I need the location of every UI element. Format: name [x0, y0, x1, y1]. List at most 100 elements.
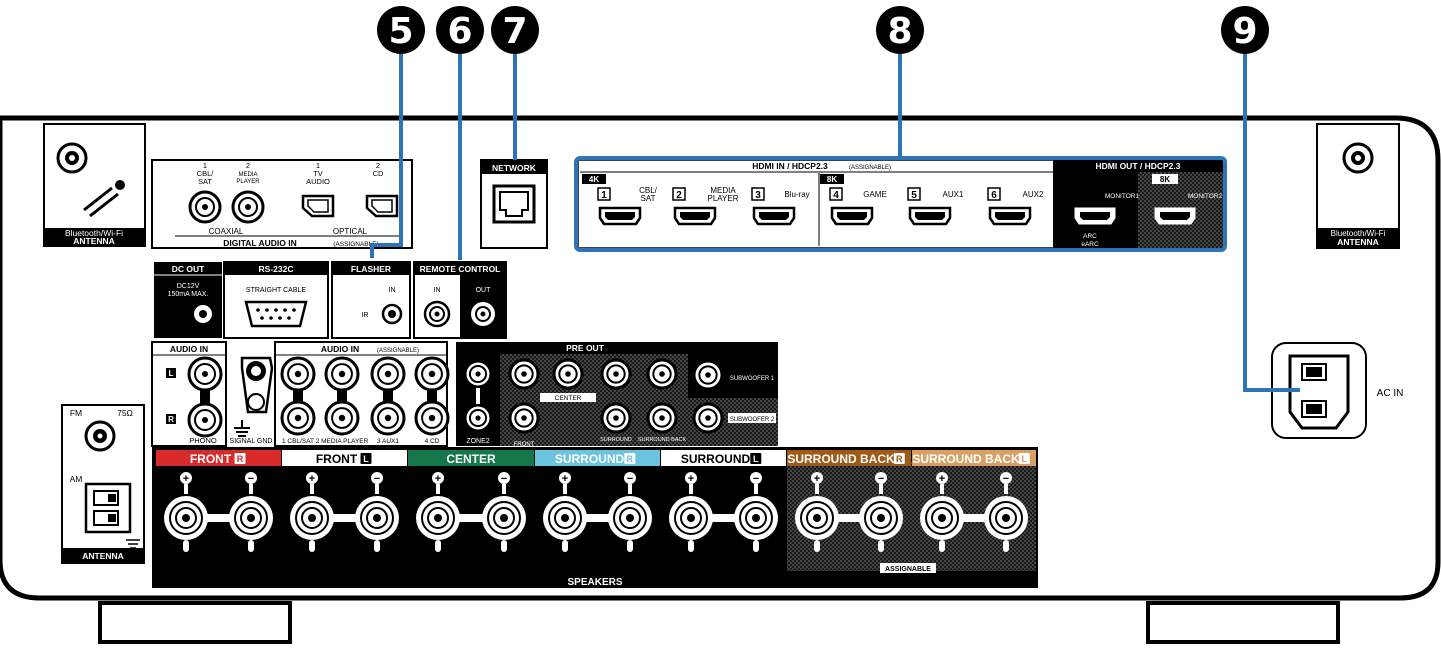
flasher-title: FLASHER: [351, 264, 391, 274]
hdmi-in-port-2-label2: PLAYER: [708, 194, 739, 203]
pre-out-zone2-r-jack[interactable]: [463, 403, 493, 433]
coax-2-l1: MEDIA: [238, 172, 257, 178]
audio-in-2-l-jack[interactable]: [324, 356, 360, 392]
speaker-terminal-plus[interactable]: [795, 496, 839, 552]
speaker-terminal-minus[interactable]: [734, 496, 778, 552]
rs232c-port[interactable]: [244, 300, 308, 328]
speaker-terminal-minus[interactable]: [608, 496, 652, 552]
optical-port-2[interactable]: [365, 194, 399, 218]
speaker-terminal-minus[interactable]: [984, 496, 1028, 552]
fm-antenna-jack[interactable]: [84, 420, 116, 452]
plus-marker: +: [183, 473, 189, 485]
am-antenna-terminal[interactable]: [84, 482, 132, 534]
pre-out-zone2-l-jack[interactable]: [463, 359, 493, 389]
speaker-terminal-plus[interactable]: [669, 496, 713, 552]
flasher-in-jack[interactable]: [381, 303, 403, 325]
audio-in-label-3: 3 AUX1: [377, 438, 399, 445]
minus-marker: −: [501, 473, 507, 485]
speaker-channel-side: R: [237, 454, 244, 464]
monitor1-label: MONITOR1: [1105, 193, 1140, 200]
coaxial-jack-1[interactable]: [188, 190, 222, 224]
speaker-terminal-plus[interactable]: [920, 496, 964, 552]
phono-r-jack[interactable]: [187, 402, 223, 438]
pre-out-jacks: [463, 358, 724, 434]
speaker-channel-name: FRONT: [190, 452, 232, 466]
speaker-channel-side: R: [627, 454, 634, 464]
pre-out-top-jack-1[interactable]: [508, 358, 540, 390]
opt-2-l1: CD: [373, 169, 384, 178]
network-port[interactable]: [492, 184, 536, 224]
speaker-terminal-plus[interactable]: [543, 496, 587, 552]
audio-in-3-l-jack[interactable]: [370, 356, 406, 392]
audio-in-3-r-jack[interactable]: [370, 400, 406, 436]
phono-r-badge: R: [168, 415, 174, 424]
optical-label: OPTICAL: [333, 227, 368, 236]
minus-marker: −: [878, 473, 884, 485]
network-section: NETWORK: [480, 159, 548, 249]
audio-in-label-4: 4 CD: [425, 438, 440, 445]
callout-lines: [370, 52, 1300, 392]
rs232c-section: RS-232C STRAIGHT CABLE: [223, 261, 329, 339]
speaker-terminal-minus[interactable]: [355, 496, 399, 552]
dc-out-section: DC OUT DC12V 150mA MAX.: [154, 262, 222, 338]
audio-in-1-l-jack[interactable]: [280, 356, 316, 392]
pre-out-bottom-jack-1[interactable]: [508, 402, 540, 434]
optical-port-1[interactable]: [301, 194, 335, 218]
callout-6: 6: [436, 6, 484, 54]
hdmi-in-port-6-label1: AUX2: [1023, 190, 1044, 199]
opt-1-l2: AUDIO: [306, 177, 330, 186]
minus-marker: −: [248, 473, 254, 485]
earc-label: eARC: [1081, 241, 1099, 248]
pre-out-subwoofer2-jack[interactable]: [692, 402, 724, 434]
audio-in-4-r-jack[interactable]: [414, 400, 450, 436]
audio-in-1-r-jack[interactable]: [280, 400, 316, 436]
hdmi-in-port-2-num: 2: [676, 190, 682, 201]
hdmi-in-title: HDMI IN / HDCP2.3: [752, 161, 828, 171]
signal-gnd-section: SIGNAL GND: [230, 356, 274, 445]
remote-out-jack[interactable]: [471, 302, 495, 326]
dc-out-jack[interactable]: [194, 305, 212, 323]
speaker-terminal-minus[interactable]: [482, 496, 526, 552]
speaker-terminal-minus[interactable]: [859, 496, 903, 552]
remote-in-jack[interactable]: [423, 300, 451, 328]
flasher-section: FLASHER IN IR: [331, 261, 411, 339]
coaxial-jack-2[interactable]: [231, 190, 265, 224]
plus-marker: +: [435, 473, 441, 485]
pre-out-bottom-jack-3[interactable]: [646, 402, 678, 434]
rs232c-title: RS-232C: [259, 264, 294, 274]
audio-in-2-r-jack[interactable]: [324, 400, 360, 436]
signal-gnd-terminal[interactable]: [246, 361, 266, 411]
pre-out-bottom-jack-2[interactable]: [600, 402, 632, 434]
speaker-terminal-plus[interactable]: [164, 496, 208, 552]
audio-in-label-1: 1 CBL/SAT: [282, 438, 314, 445]
ac-in-socket[interactable]: [1288, 354, 1350, 430]
audio-in-4-l-jack[interactable]: [414, 356, 450, 392]
phono-l-jack[interactable]: [187, 356, 223, 392]
pre-out-top-jack-3[interactable]: [600, 358, 632, 390]
hdmi-out-monitor2-port[interactable]: [1154, 207, 1196, 225]
speaker-terminal-minus[interactable]: [229, 496, 273, 552]
minus-marker: −: [627, 473, 633, 485]
pre-out-top-jack-4[interactable]: [646, 358, 678, 390]
speaker-terminal-plus[interactable]: [290, 496, 334, 552]
callout-6-number: 6: [447, 11, 472, 52]
hdmi-out-monitor1-port[interactable]: [1074, 207, 1116, 225]
pre-out-top-jack-2[interactable]: [552, 358, 584, 390]
speaker-channel-side: L: [753, 454, 759, 464]
hdmi-in-port-5-label1: AUX1: [943, 190, 964, 199]
pre-out-subwoofer1-jack[interactable]: [692, 359, 724, 391]
opt-2-num: 2: [376, 161, 380, 170]
speakers-assignable: ASSIGNABLE: [885, 566, 931, 573]
speaker-terminal-plus[interactable]: [416, 496, 460, 552]
hdmi-in-port-3-label1: Blu-ray: [784, 190, 809, 199]
